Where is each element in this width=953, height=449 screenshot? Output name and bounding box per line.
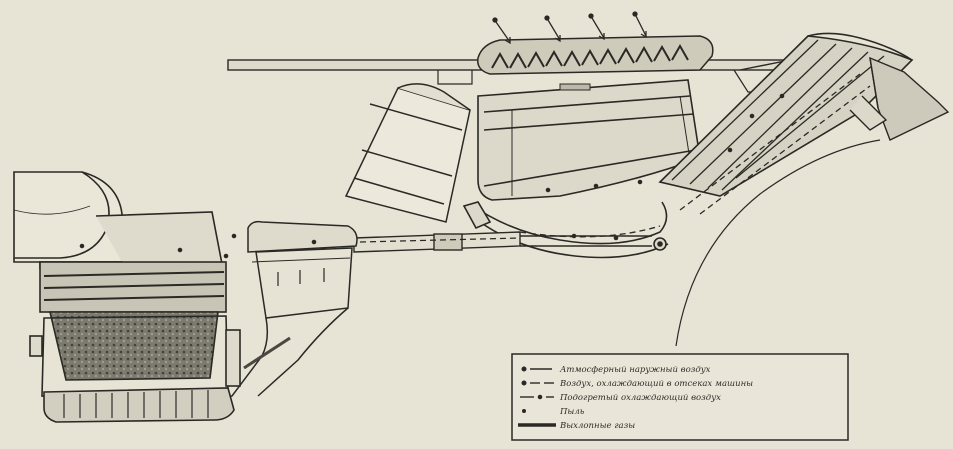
intake-grille: [477, 35, 714, 75]
legend-label: Атмосферный наружный воздух: [559, 365, 711, 375]
legend-label: Подогретый охлаждающий воздух: [559, 393, 721, 403]
legend-label: Пыль: [559, 407, 585, 417]
legend-entry: Подогретый охлаждающий воздух: [520, 393, 721, 403]
legend-marker-dash-dot: [520, 394, 554, 400]
legend-entry: Воздух, охлаждающий в отсеках машины: [521, 379, 753, 389]
exhaust-chute: [658, 32, 914, 197]
legend-label: Воздух, охлаждающий в отсеках машины: [559, 379, 753, 389]
legend-marker-dot-dash: [521, 366, 552, 372]
cooling-fan-housing: [344, 83, 471, 223]
connecting-tube: [353, 231, 652, 253]
legend-entry: Выхлопные газы: [518, 421, 635, 431]
legend-entry: Атмосферный наружный воздух: [521, 365, 711, 375]
legend-entry: Пыль: [522, 407, 585, 417]
legend-marker-dot: [522, 409, 526, 413]
rear-hull-plate: [675, 56, 950, 347]
engine-air-cleaner: [13, 171, 241, 423]
legend-frame: [511, 353, 849, 441]
legend-label: Выхлопные газы: [559, 421, 635, 431]
airflow-path-markers: [79, 73, 871, 286]
curved-duct: [462, 201, 669, 259]
legend: Атмосферный наружный воздух Воздух, охла…: [511, 353, 849, 441]
incoming-air-arrows: [492, 11, 647, 45]
legend-marker-dot-dash-long: [521, 380, 554, 386]
pre-cleaner-unit: [205, 220, 358, 405]
